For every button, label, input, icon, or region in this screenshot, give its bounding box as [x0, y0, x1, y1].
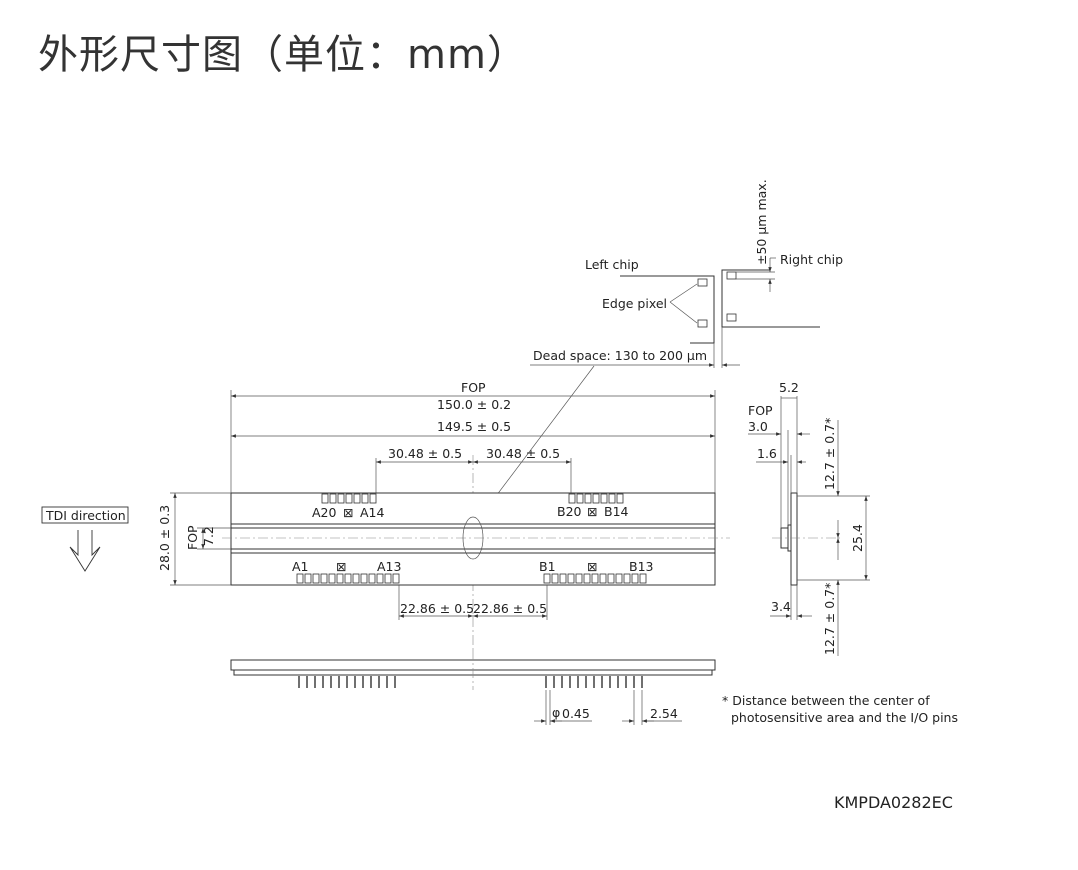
body-length-dim: 149.5 ± 0.5 — [437, 419, 511, 434]
fop-height-dim: 7.2 — [201, 526, 216, 546]
left-chip-label: Left chip — [585, 257, 639, 272]
pin-label-a1: A1 — [292, 559, 309, 574]
upper-pad-row-b — [568, 493, 624, 504]
pin-label-b13: B13 — [629, 559, 653, 574]
side-fop-dim: 3.0 — [748, 419, 768, 434]
right-chip-label: Right chip — [780, 252, 843, 267]
pin-offset-lower-dim: 12.7 ± 0.7* — [822, 583, 837, 655]
pin-glyph: ⊠ — [587, 504, 597, 519]
bottom-pins-right — [545, 676, 643, 688]
drawing-code: KMPDA0282EC — [834, 793, 953, 812]
side-1-6-dim: 1.6 — [757, 446, 777, 461]
page-title: 外形尺寸图（单位：mm） — [38, 32, 528, 78]
pitch-upper-right-dim: 30.48 ± 0.5 — [486, 446, 560, 461]
pitch-lower-left-dim: 22.86 ± 0.5 — [400, 601, 474, 616]
left-chip-edge-pixel-bottom — [697, 319, 708, 328]
footnote-line-2: photosensitive area and the I/O pins — [731, 710, 958, 725]
pin-offset-upper-dim: 12.7 ± 0.7* — [822, 418, 837, 490]
pin-label-a20: A20 — [312, 505, 337, 520]
bottom-view: φ 0.45 2.54 — [230, 650, 716, 725]
pitch-upper-left-dim: 30.48 ± 0.5 — [388, 446, 462, 461]
right-chip-edge-pixel-bottom — [726, 313, 737, 322]
edge-pixel-label: Edge pixel — [602, 296, 667, 311]
fop-height-label: FOP — [185, 525, 200, 550]
pin-label-a14: A14 — [360, 505, 385, 520]
pin-diameter-symbol: φ — [552, 705, 560, 720]
side-body — [790, 492, 798, 586]
pin-glyph: ⊠ — [336, 559, 346, 574]
pin-span-dim: 25.4 — [850, 524, 865, 552]
gap-highlight — [462, 516, 484, 560]
side-3-4-dim: 3.4 — [771, 599, 791, 614]
pitch-lower-right-dim: 22.86 ± 0.5 — [473, 601, 547, 616]
pin-glyph: ⊠ — [587, 559, 597, 574]
dead-space-label: Dead space: 130 to 200 μm — [533, 348, 707, 363]
lower-pad-row-a — [296, 573, 400, 584]
tdi-direction-indicator: TDI direction — [41, 506, 129, 572]
pin-diameter-dim: 0.45 — [562, 706, 590, 721]
bottom-pins-left — [298, 676, 396, 688]
pin-label-a13: A13 — [377, 559, 401, 574]
pin-label-b1: B1 — [539, 559, 556, 574]
pin-glyph: ⊠ — [343, 505, 353, 520]
footnote-line-1: * Distance between the center of — [722, 693, 930, 708]
right-chip-edge-pixel-top — [726, 271, 737, 280]
side-view: 25.4 12.7 ± 0.7* 12.7 ± 0.7* 5.2 FOP 3.0… — [748, 380, 870, 656]
top-view: A20 ⊠ A14 B20 ⊠ B14 A1 ⊠ A13 B1 ⊠ B13 FO… — [157, 380, 730, 650]
height-dim: 28.0 ± 0.3 — [157, 505, 172, 571]
fop-window — [230, 523, 716, 554]
pin-label-b20: B20 — [557, 504, 582, 519]
fop-length-dim: 150.0 ± 0.2 — [437, 397, 511, 412]
tdi-direction-label: TDI direction — [45, 508, 126, 523]
left-chip-edge-pixel-top — [697, 278, 708, 287]
side-total-dim: 5.2 — [779, 380, 799, 395]
lower-pad-row-b — [543, 573, 647, 584]
chip-gap-detail: Left chip Right chip Edge pixel Dead spa… — [477, 179, 843, 521]
fop-dim-label: FOP — [461, 380, 486, 395]
pin-pitch-dim: 2.54 — [650, 706, 678, 721]
max-50um-label: ±50 μm max. — [754, 179, 769, 265]
side-fop-label: FOP — [748, 403, 773, 418]
upper-pad-row-a — [321, 493, 377, 504]
pin-label-b14: B14 — [604, 504, 629, 519]
